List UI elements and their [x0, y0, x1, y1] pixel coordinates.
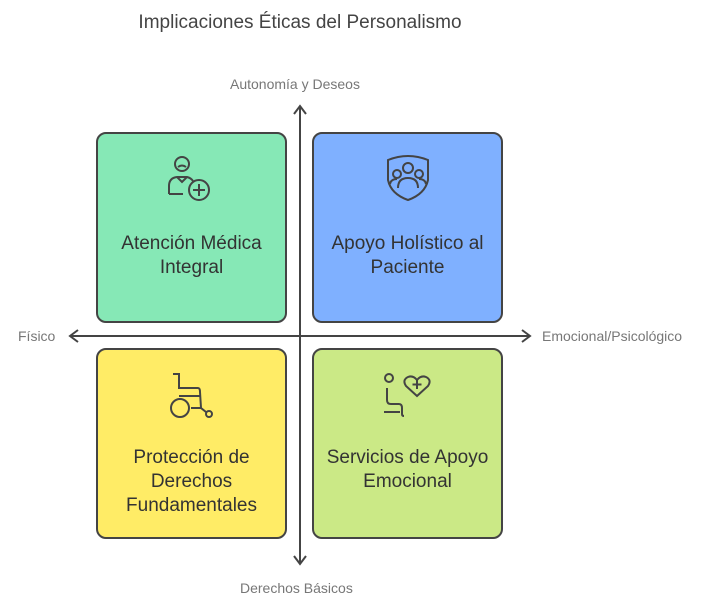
seated-heart-icon [314, 370, 501, 420]
quadrant-label: Apoyo Holístico al Paciente [331, 233, 484, 278]
axis-label-top: Autonomía y Deseos [230, 76, 360, 92]
doctor-plus-icon [98, 154, 285, 204]
quadrant-top-left: Atención Médica Integral [96, 132, 287, 323]
quadrant-bottom-left: Protección de Derechos Fundamentales [96, 348, 287, 539]
quadrant-bottom-right: Servicios de Apoyo Emocional [312, 348, 503, 539]
shield-group-icon [314, 154, 501, 204]
quadrant-label: Protección de Derechos Fundamentales [126, 447, 257, 516]
quadrant-label: Atención Médica Integral [121, 233, 262, 278]
wheelchair-icon [98, 370, 285, 420]
axis-label-right: Emocional/Psicológico [542, 328, 683, 344]
quadrant-label: Servicios de Apoyo Emocional [326, 447, 489, 492]
diagram-title: Implicaciones Éticas del Personalismo [138, 12, 462, 33]
axis-label-left: Físico [18, 328, 56, 344]
quadrant-top-right: Apoyo Holístico al Paciente [312, 132, 503, 323]
axis-label-bottom: Derechos Básicos [240, 580, 353, 596]
